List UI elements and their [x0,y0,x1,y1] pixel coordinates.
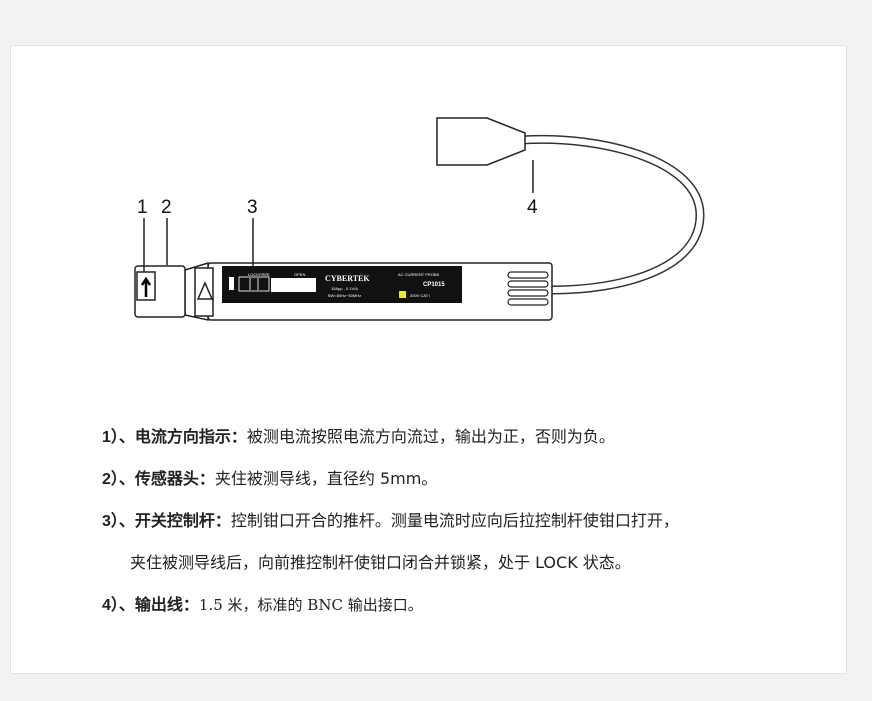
free-label: FREE [259,272,270,277]
item-text: 被测电流按照电流方向流过，输出为正，否则为负。 [246,427,615,446]
callout-4: 4 [527,197,538,218]
item-label: 3）、开关控制杆： [102,513,231,530]
current-direction-arrow-icon [140,276,152,297]
description-list: 1）、电流方向指示：被测电流按照电流方向流过，输出为正，否则为负。 2）、传感器… [102,422,679,632]
open-label: OPEN [294,272,305,277]
spec-label: 15App , 0.1V/A [331,286,358,291]
lock-label: LOCK [248,272,259,277]
item-text: 1.5 米，标准的 BNC 输出接口。 [198,596,423,614]
bandwidth-label: BW=50Hz~50MHz [328,293,361,298]
item-label: 1）、电流方向指示： [102,429,247,446]
callout-1: 1 [137,197,148,218]
rating-label: 300V CAT I [410,293,430,298]
list-item: 3）、开关控制杆：控制钳口开合的推杆。测量电流时应向后拉控制杆使钳口打开， [102,506,679,548]
model-label: CP1015 [423,282,445,288]
list-item: 2）、传感器头：夹住被测导线，直径约 5mm。 [102,464,679,506]
callout-2: 2 [161,197,172,218]
control-lever[interactable] [238,276,270,292]
item-text: 控制钳口开合的推杆。测量电流时应向后拉控制杆使钳口打开， [230,511,679,530]
list-item: 4）、输出线：1.5 米，标准的 BNC 输出接口。 [102,590,679,632]
item-label: 4）、输出线： [102,597,199,614]
list-item: 1）、电流方向指示：被测电流按照电流方向流过，输出为正，否则为负。 [102,422,679,464]
item-label: 2）、传感器头： [102,471,215,488]
type-label: AC CURRENT PROBE [398,272,440,277]
bnc-connector [436,117,526,166]
brand-label: CYBERTEK [325,274,370,283]
item-text: 夹住被测导线，直径约 5mm。 [214,469,438,488]
content-card [10,45,847,674]
list-item-continuation: 夹住被测导线后，向前推控制杆使钳口闭合并锁紧，处于 LOCK 状态。 [130,553,631,572]
callout-3: 3 [247,197,258,218]
